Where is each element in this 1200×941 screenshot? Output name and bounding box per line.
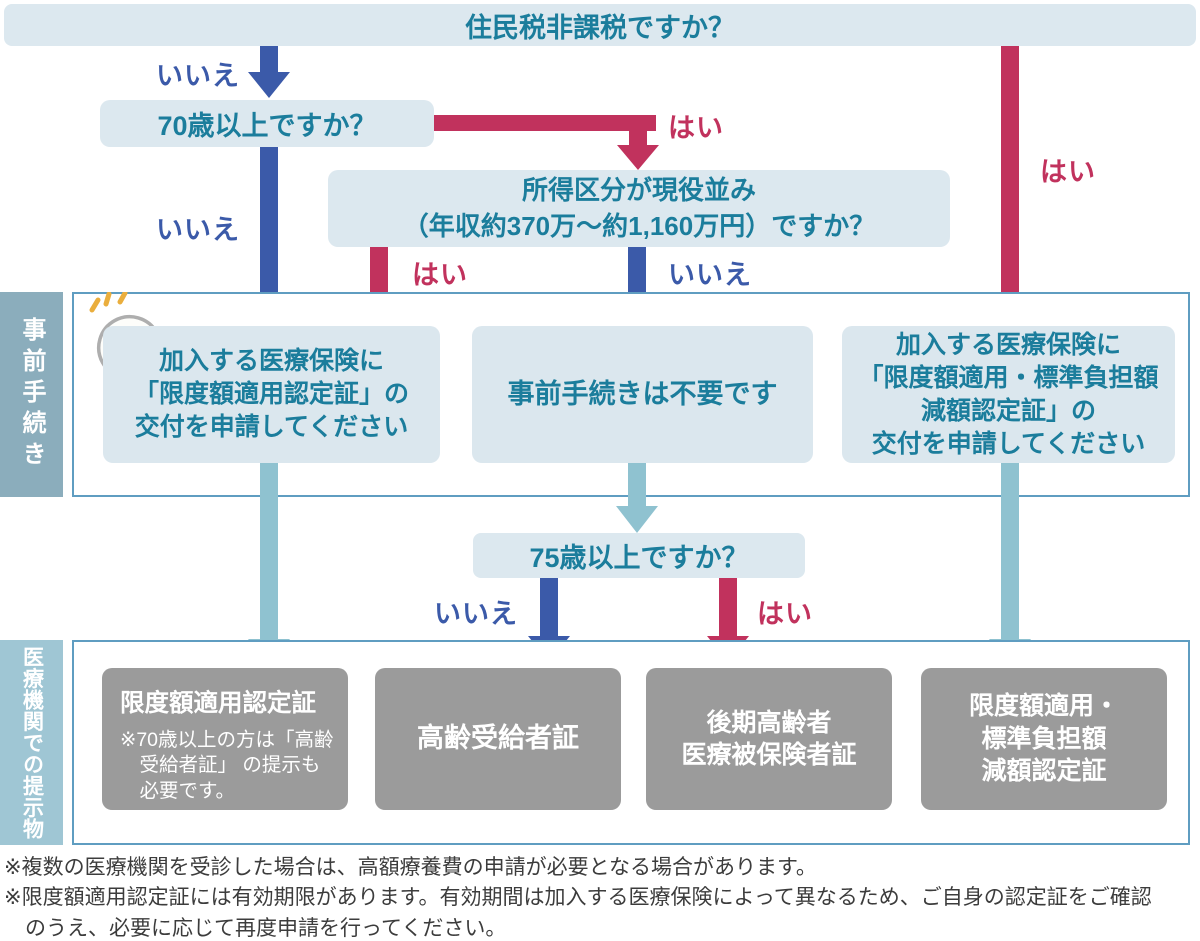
box-apply-gengaku: 加入する医療保険に 「限度額適用・標準負担額 減額認定証」の 交付を申請してくだ… — [842, 326, 1175, 463]
box-gengaku-cert-text: 限度額適用・ 標準負担額 減額認定証 — [968, 692, 1119, 786]
box-korei-jukyusha-text: 高齢受給者証 — [417, 723, 579, 754]
sidebar-presentation-label: 医療機関での提示物 — [20, 645, 44, 840]
sidebar-presentation: 医療機関での提示物 — [0, 640, 63, 845]
question-age-70: 70歳以上ですか？ — [100, 100, 434, 147]
footnote-1: ※複数の医療機関を受診した場合は、高額療養費の申請が必要となる場合があります。 — [4, 856, 817, 879]
sidebar-pre-procedure: 事前手続き — [0, 292, 63, 497]
box-apply-gengaku-text: 加入する医療保険に 「限度額適用・標準負担額 減額認定証」の 交付を申請してくだ… — [858, 330, 1159, 458]
label-no-4: いいえ — [434, 599, 518, 629]
footnotes: ※複数の医療機関を受診した場合は、高額療養費の申請が必要となる場合があります。 … — [4, 853, 1196, 941]
question-age-75: 75歳以上ですか？ — [473, 533, 805, 578]
box-apply-gendogaku: 加入する医療保険に 「限度額適用認定証」の 交付を申請してください — [103, 326, 440, 463]
question-residence-tax-text: 住民税非課税ですか？ — [465, 12, 735, 43]
question-residence-tax: 住民税非課税ですか？ — [4, 4, 1196, 46]
label-yes-1: はい — [668, 113, 724, 143]
box-gendogaku-cert-title: 限度額適用認定証 — [120, 690, 316, 717]
label-yes-3: はい — [757, 599, 813, 629]
box-korei-jukyusha: 高齢受給者証 — [375, 668, 621, 810]
box-kouki-koureisha-text: 後期高齢者 医療被保険者証 — [681, 708, 857, 770]
label-no-1: いいえ — [156, 61, 240, 91]
label-yes-right: はい — [1040, 157, 1096, 187]
question-income-bracket: 所得区分が現役並み （年収約370万～約1,160万円）ですか？ — [328, 170, 950, 247]
box-apply-gendogaku-text: 加入する医療保険に 「限度額適用認定証」の 交付を申請してください — [133, 347, 409, 441]
box-kouki-koureisha: 後期高齢者 医療被保険者証 — [646, 668, 892, 810]
footnote-2: ※限度額適用認定証には有効期限があります。有効期間は加入する医療保険によって異な… — [4, 886, 1152, 940]
question-age-70-text: 70歳以上ですか？ — [157, 111, 377, 141]
sidebar-pre-procedure-label: 事前手続き — [18, 317, 45, 472]
box-not-required: 事前手続きは不要です — [472, 326, 813, 463]
box-gendogaku-cert: 限度額適用認定証 ※70歳以上の方は「高齢 受給者証」 の提示も 必要です。 — [102, 668, 348, 810]
box-not-required-text: 事前手続きは不要です — [507, 378, 778, 409]
box-gendogaku-cert-note: ※70歳以上の方は「高齢 受給者証」 の提示も 必要です。 — [120, 729, 334, 802]
label-yes-2: はい — [412, 260, 468, 290]
label-no-3: いいえ — [668, 260, 752, 290]
question-age-75-text: 75歳以上ですか？ — [529, 543, 749, 573]
question-income-bracket-text: 所得区分が現役並み （年収約370万～約1,160万円）ですか？ — [402, 175, 876, 241]
box-gengaku-cert: 限度額適用・ 標準負担額 減額認定証 — [921, 668, 1167, 810]
label-no-2: いいえ — [156, 215, 240, 245]
